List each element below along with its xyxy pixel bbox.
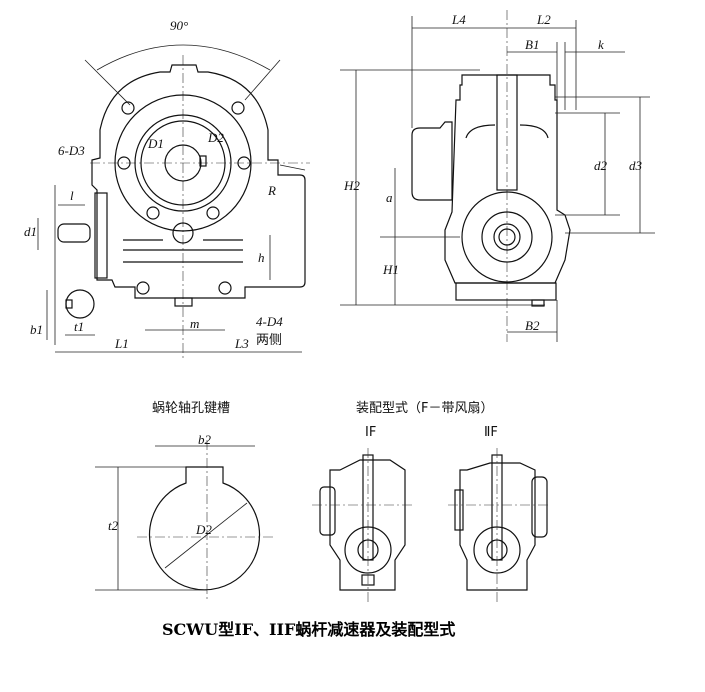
a-label: a <box>386 190 393 205</box>
d2-label: d2 <box>594 158 608 173</box>
D2-label: D2 <box>207 130 224 145</box>
assembly-IF <box>312 448 415 605</box>
side-view <box>340 10 655 342</box>
keyway-title: 蜗轮轴孔键槽 <box>152 400 230 416</box>
R-label: R <box>267 183 276 198</box>
b2-label: b2 <box>198 432 212 447</box>
L2-label: L2 <box>536 12 551 27</box>
d1-label: d1 <box>24 224 37 239</box>
keyway-D2-label: D2 <box>195 522 212 537</box>
L4-label: L4 <box>451 12 466 27</box>
assembly-IF-label: ⅠF <box>365 425 376 440</box>
front-view <box>37 44 310 360</box>
angle-label: 90° <box>170 18 188 33</box>
t1-label: t1 <box>74 319 84 334</box>
m-label: m <box>190 316 199 331</box>
l-label: l <box>70 188 74 203</box>
H1-label: H1 <box>382 262 399 277</box>
b1-label: b1 <box>30 322 43 337</box>
L1-label: L1 <box>114 336 129 351</box>
assembly-IIF <box>448 448 548 605</box>
mount-holes-note: 两侧 <box>256 333 282 348</box>
assembly-title: 装配型式（F－带风扇） <box>356 400 493 416</box>
h-label: h <box>258 250 265 265</box>
mount-holes-label: 4-D4 <box>256 314 283 329</box>
B2-label: B2 <box>525 318 540 333</box>
t2-label: t2 <box>108 518 119 533</box>
d3-label: d3 <box>629 158 643 173</box>
D1-label: D1 <box>147 136 164 151</box>
figure-caption: SCWU型IF、IIF蜗杆减速器及装配型式 <box>162 620 455 639</box>
B1-label: B1 <box>525 37 539 52</box>
k-label: k <box>598 37 604 52</box>
holes-label: 6-D3 <box>58 143 85 158</box>
assembly-IIF-label: ⅡF <box>484 425 498 440</box>
H2-label: H2 <box>343 178 360 193</box>
keyway-view <box>95 440 275 600</box>
L3-label: L3 <box>234 336 249 351</box>
